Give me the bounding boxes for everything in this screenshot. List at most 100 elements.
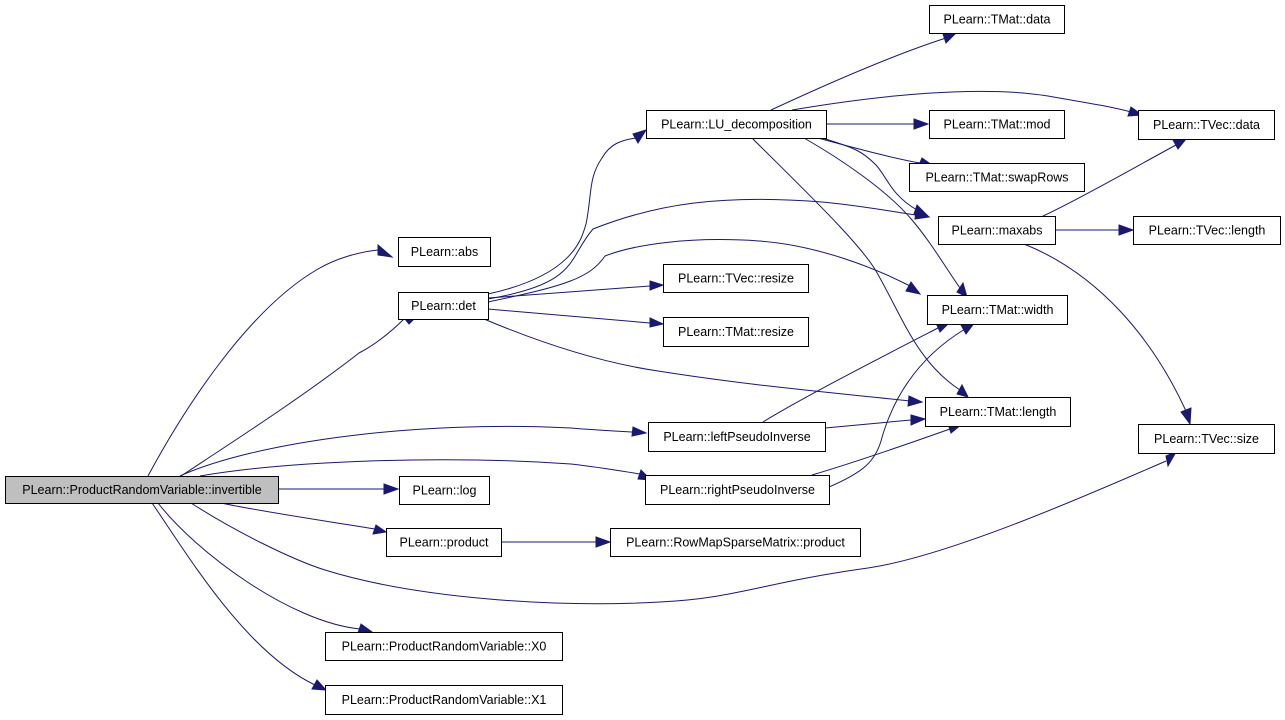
node-TMat_resize[interactable]: PLearn::TMat::resize bbox=[663, 317, 809, 347]
arrowhead bbox=[649, 317, 665, 328]
arrowhead bbox=[383, 483, 400, 495]
node-label: PLearn::log bbox=[413, 484, 477, 498]
edge-root-to-product bbox=[220, 502, 388, 535]
arrowhead bbox=[377, 243, 394, 258]
arrowhead bbox=[913, 204, 930, 217]
edge-root-to-det bbox=[180, 313, 416, 477]
edge-line bbox=[770, 37, 947, 111]
node-label: PLearn::ProductRandomVariable::invertibl… bbox=[22, 483, 262, 497]
arrowhead bbox=[632, 129, 648, 144]
node-box bbox=[938, 216, 1056, 245]
node-label: PLearn::TMat::swapRows bbox=[925, 171, 1068, 185]
arrowhead bbox=[913, 118, 930, 130]
node-TMat_swapRows[interactable]: PLearn::TMat::swapRows bbox=[909, 163, 1085, 192]
node-X0[interactable]: PLearn::ProductRandomVariable::X0 bbox=[325, 632, 563, 661]
node-RowMap_product[interactable]: PLearn::RowMapSparseMatrix::product bbox=[610, 528, 861, 557]
edge-leftPseudoInverse-to-TMat_length bbox=[824, 414, 927, 429]
node-product[interactable]: PLearn::product bbox=[386, 528, 502, 557]
arrowhead bbox=[956, 281, 968, 298]
edge-line bbox=[828, 328, 966, 488]
edge-line bbox=[1023, 243, 1187, 412]
node-TMat_data[interactable]: PLearn::TMat::data bbox=[929, 5, 1065, 34]
node-box bbox=[929, 5, 1065, 34]
node-leftPseudoInverse[interactable]: PLearn::leftPseudoInverse bbox=[648, 422, 826, 452]
node-box bbox=[648, 422, 826, 452]
edge-line bbox=[157, 502, 361, 630]
node-abs[interactable]: PLearn::abs bbox=[398, 237, 491, 267]
node-box bbox=[325, 632, 563, 661]
node-box bbox=[1138, 424, 1275, 454]
edge-root-to-X1 bbox=[151, 502, 328, 691]
node-box bbox=[5, 476, 279, 504]
arrowhead bbox=[1180, 407, 1192, 426]
node-box bbox=[399, 476, 490, 505]
edge-line bbox=[151, 502, 316, 686]
edge-root-to-leftPseudoInverse bbox=[179, 425, 648, 477]
node-TMat_width[interactable]: PLearn::TMat::width bbox=[927, 295, 1068, 325]
edge-line bbox=[487, 308, 651, 324]
arrowhead bbox=[649, 280, 665, 291]
edge-maxabs-to-TVec_length bbox=[1055, 224, 1135, 236]
node-box bbox=[929, 110, 1065, 139]
node-TVec_size[interactable]: PLearn::TVec::size bbox=[1138, 424, 1275, 454]
arrowhead bbox=[595, 536, 612, 548]
edge-line bbox=[487, 137, 637, 295]
edge-det-to-TVec_resize bbox=[487, 280, 665, 299]
node-box bbox=[398, 292, 489, 320]
edge-line bbox=[487, 239, 911, 303]
arrowhead bbox=[910, 414, 927, 426]
edge-line bbox=[762, 327, 939, 423]
node-label: PLearn::RowMapSparseMatrix::product bbox=[626, 536, 845, 550]
edge-product-to-RowMap_product bbox=[501, 536, 612, 548]
arrowhead bbox=[372, 524, 388, 535]
arrowhead bbox=[905, 281, 922, 295]
edge-line bbox=[487, 285, 651, 299]
node-TVec_data[interactable]: PLearn::TVec::data bbox=[1138, 110, 1275, 140]
node-label: PLearn::maxabs bbox=[951, 224, 1042, 238]
node-label: PLearn::LU_decomposition bbox=[661, 118, 812, 132]
node-label: PLearn::product bbox=[400, 536, 489, 550]
node-TVec_length[interactable]: PLearn::TVec::length bbox=[1133, 216, 1281, 245]
edge-root-to-TVec_size bbox=[190, 451, 1178, 605]
node-label: PLearn::TMat::mod bbox=[944, 118, 1051, 132]
node-label: PLearn::TMat::data bbox=[943, 13, 1050, 27]
node-TMat_mod[interactable]: PLearn::TMat::mod bbox=[929, 110, 1065, 139]
node-rightPseudoInverse[interactable]: PLearn::rightPseudoInverse bbox=[645, 475, 830, 505]
node-box bbox=[1138, 110, 1275, 140]
node-label: PLearn::leftPseudoInverse bbox=[663, 430, 810, 444]
node-label: PLearn::TMat::resize bbox=[678, 325, 794, 339]
node-TMat_length[interactable]: PLearn::TMat::length bbox=[925, 397, 1071, 427]
node-X1[interactable]: PLearn::ProductRandomVariable::X1 bbox=[325, 685, 563, 715]
edge-root-to-log bbox=[278, 483, 400, 495]
edge-det-to-LU_decomposition bbox=[487, 129, 648, 295]
node-det[interactable]: PLearn::det bbox=[398, 292, 489, 320]
arrowhead bbox=[1165, 451, 1178, 468]
node-box bbox=[386, 528, 502, 557]
node-root[interactable]: PLearn::ProductRandomVariable::invertibl… bbox=[5, 476, 279, 504]
node-label: PLearn::TVec::size bbox=[1154, 432, 1259, 446]
edge-root-to-abs bbox=[147, 243, 394, 477]
edge-LU_decomposition-to-TMat_width bbox=[803, 137, 968, 298]
edge-line bbox=[813, 136, 921, 164]
edge-det-to-TMat_length bbox=[483, 318, 924, 407]
edge-line bbox=[220, 502, 376, 530]
node-box bbox=[927, 295, 1068, 325]
edge-det-to-TMat_resize bbox=[487, 308, 665, 328]
edge-line bbox=[147, 249, 379, 477]
edge-root-to-X0 bbox=[157, 502, 374, 634]
node-TVec_resize[interactable]: PLearn::TVec::resize bbox=[663, 264, 809, 293]
node-LU_decomposition[interactable]: PLearn::LU_decomposition bbox=[646, 110, 827, 139]
edge-LU_decomposition-to-TMat_data bbox=[770, 32, 958, 111]
arrowhead bbox=[1118, 224, 1135, 236]
edge-LU_decomposition-to-maxabs bbox=[821, 137, 930, 217]
edge-line bbox=[1042, 144, 1177, 217]
edge-line bbox=[821, 137, 918, 211]
node-box bbox=[610, 528, 861, 557]
node-maxabs[interactable]: PLearn::maxabs bbox=[938, 216, 1056, 245]
node-label: PLearn::TVec::resize bbox=[678, 272, 794, 286]
edge-LU_decomposition-to-TMat_mod bbox=[826, 118, 930, 130]
node-label: PLearn::abs bbox=[411, 245, 478, 259]
node-label: PLearn::TMat::length bbox=[940, 405, 1057, 419]
node-label: PLearn::ProductRandomVariable::X0 bbox=[342, 640, 547, 654]
node-log[interactable]: PLearn::log bbox=[399, 476, 490, 505]
